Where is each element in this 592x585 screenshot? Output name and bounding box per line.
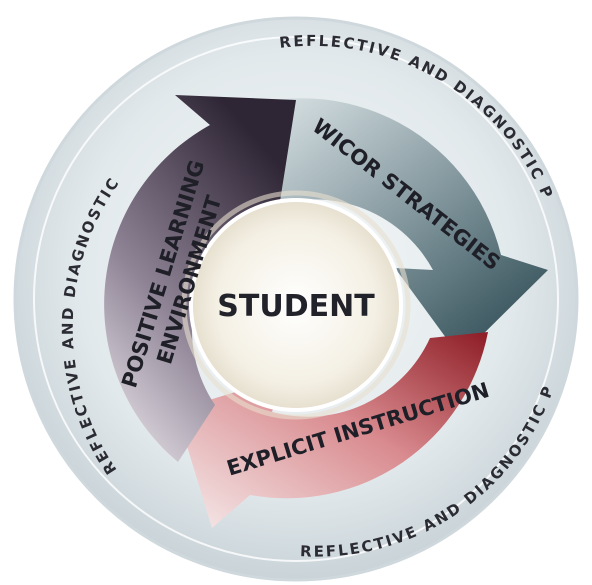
center-circle <box>189 198 403 412</box>
explicit-arrow <box>176 332 488 528</box>
center-label: STUDENT <box>217 289 375 324</box>
center-circle-rim <box>181 190 411 420</box>
wicor-arrow <box>214 98 548 358</box>
outer-ring-inner-edge <box>33 36 559 562</box>
